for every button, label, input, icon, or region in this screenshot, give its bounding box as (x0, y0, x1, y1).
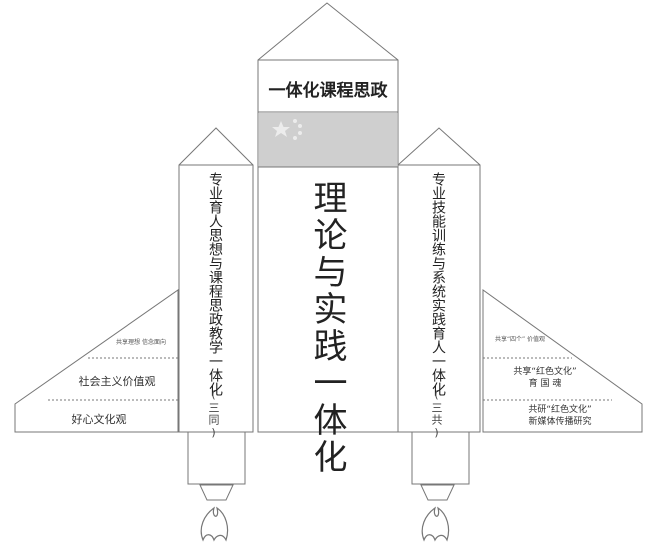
right-wing (482, 289, 643, 433)
center-body-outline (257, 2, 399, 433)
left-booster-body (178, 127, 254, 433)
right-wing-tier-3: 共研“红色文化” 新媒体传播研究 (528, 405, 592, 427)
right-nozzle (420, 484, 455, 501)
flag-big-star (272, 121, 290, 137)
left-wing (14, 289, 179, 433)
left-nozzle (199, 484, 234, 501)
flag-small-star-4 (293, 136, 297, 140)
left-wing-tier-2: 社会主义价值观 (78, 375, 156, 388)
right-booster-text: 专业技能训练与系统实践育人一体化 (430, 172, 446, 396)
right-flame (421, 506, 450, 542)
flag-band (259, 113, 397, 167)
right-booster-tag: (三共) (430, 388, 443, 440)
right-wing-outline (482, 289, 643, 433)
flag-small-star-1 (293, 119, 297, 123)
left-flame (200, 506, 229, 542)
left-booster-tag: (三同) (207, 388, 220, 440)
flag-small-star-2 (298, 124, 302, 128)
center-text: 理论与实践一体化 (307, 180, 347, 476)
center-body (257, 2, 399, 433)
right-booster-nozzle-box (411, 431, 470, 485)
flag-small-star-3 (298, 131, 302, 135)
flag-stars (272, 119, 302, 140)
left-wing-outline (14, 289, 179, 433)
left-booster-text: 专业育人思想与课程思政教学一体化 (207, 172, 223, 396)
right-wing-tier-1: 共享“四个” 价值观 (494, 336, 546, 343)
left-wing-tier-3: 好心文化观 (71, 413, 127, 426)
right-wing-tier-2: 共享“红色文化” 育 国 魂 (513, 367, 577, 389)
left-booster-nozzle-box (187, 431, 246, 485)
rocket-title: 一体化课程思政 (268, 81, 388, 101)
left-booster (178, 127, 254, 501)
left-wing-tier-1: 共享理想 信念面向 (116, 339, 166, 346)
